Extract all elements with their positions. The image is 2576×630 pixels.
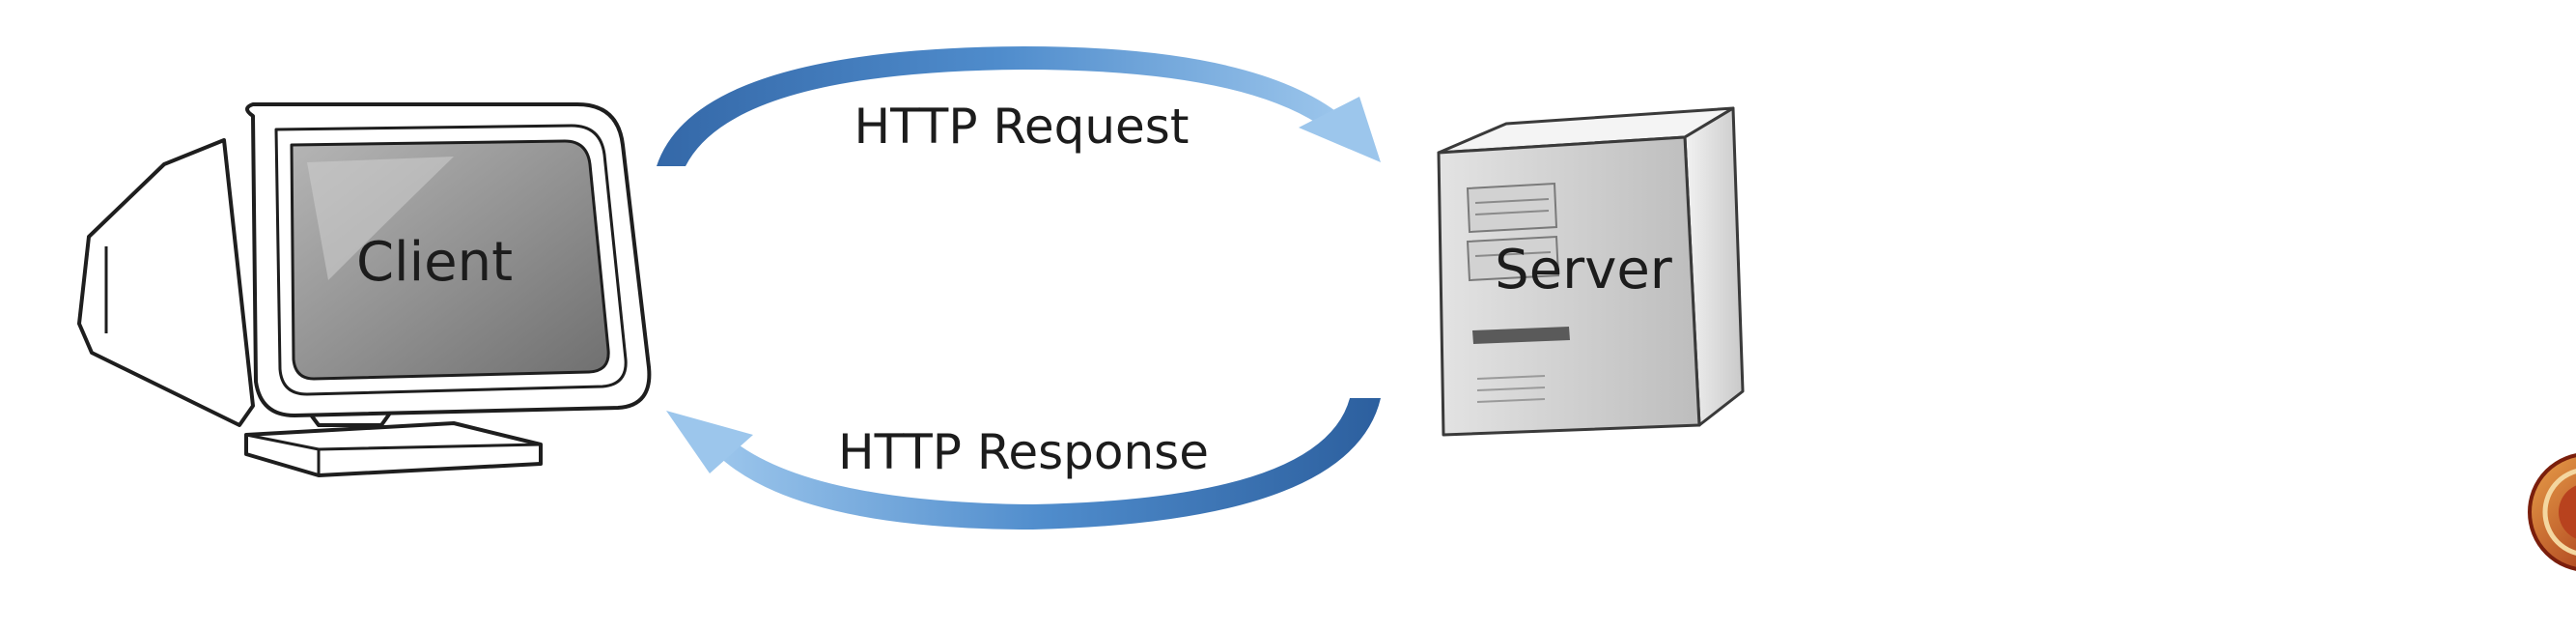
response-arrow bbox=[666, 398, 1381, 530]
emblem-icon bbox=[2528, 453, 2576, 571]
client-label: Client bbox=[356, 231, 513, 294]
computer-monitor-icon bbox=[77, 102, 652, 477]
request-label: HTTP Request bbox=[854, 99, 1190, 155]
server-tower-icon bbox=[1437, 106, 1745, 437]
request-arrow bbox=[657, 46, 1381, 166]
response-label: HTTP Response bbox=[838, 424, 1209, 480]
server-label: Server bbox=[1495, 239, 1673, 301]
